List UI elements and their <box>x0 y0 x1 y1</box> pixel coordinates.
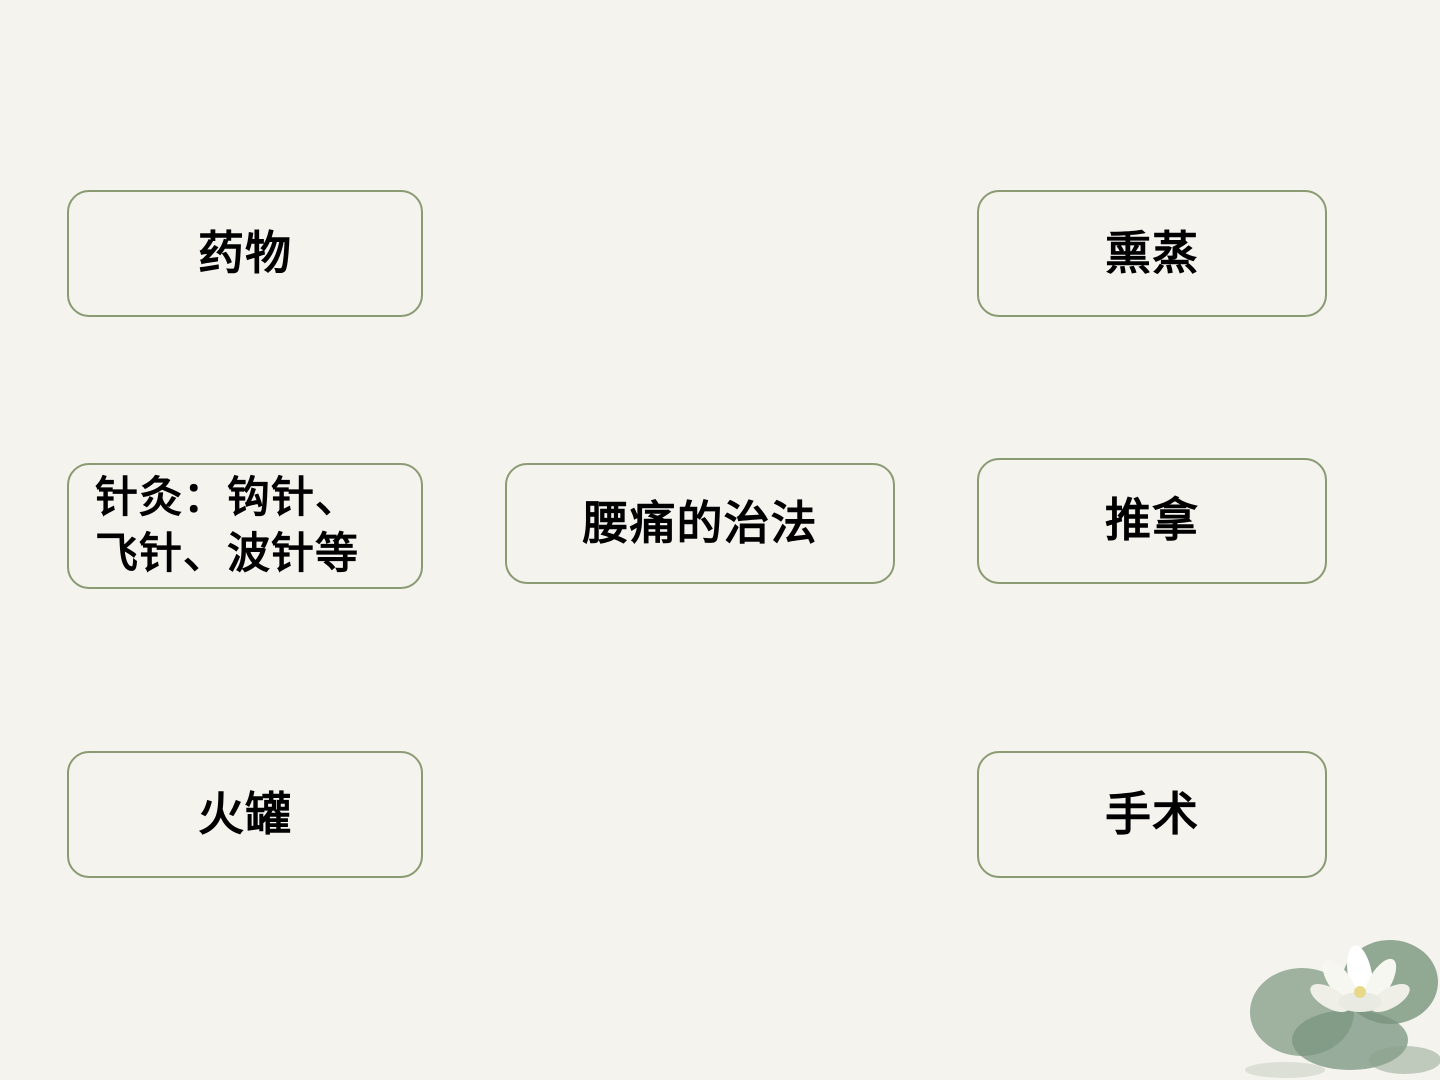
treatment-node-fumigation: 熏蒸 <box>977 190 1327 317</box>
treatment-node-cupping: 火罐 <box>67 751 423 878</box>
lotus-flower-decoration <box>1245 940 1440 1078</box>
treatment-node-acupuncture: 针灸：钩针、飞针、波针等 <box>67 463 423 589</box>
treatment-label: 熏蒸 <box>1105 225 1199 280</box>
treatment-label: 药物 <box>198 225 292 280</box>
treatment-node-surgery: 手术 <box>977 751 1327 878</box>
treatment-label: 手术 <box>1105 786 1199 841</box>
treatment-label: 针灸：钩针、飞针、波针等 <box>95 473 359 579</box>
treatment-label: 推拿 <box>1105 493 1199 548</box>
treatment-label: 火罐 <box>198 786 292 841</box>
center-label: 腰痛的治法 <box>582 495 818 550</box>
lotus-petals <box>1310 945 1410 1012</box>
treatment-node-massage: 推拿 <box>977 458 1327 584</box>
treatment-node-drugs: 药物 <box>67 190 423 317</box>
center-node: 腰痛的治法 <box>505 463 895 584</box>
